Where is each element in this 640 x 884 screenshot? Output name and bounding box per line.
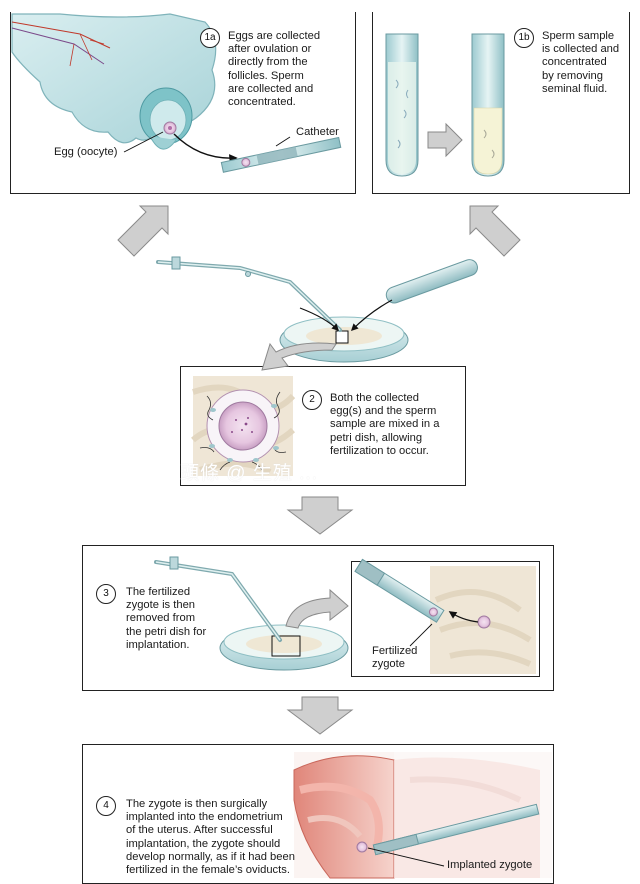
uterus-drawing [293,752,552,879]
process-arrow-1b [427,122,463,158]
step-badge-2: 2 [302,390,322,410]
catheter-1a [220,136,342,173]
step-1a-description: Eggs are collected after ovulation or di… [228,30,321,109]
arrow-to-inset-3 [285,588,349,629]
fertilized-zygote-label: Fertilized zygote [372,645,418,671]
arrow-to-panel-2 [261,342,337,371]
petri-dish-mixing [279,316,409,363]
test-tube-after [471,33,505,177]
arrow-3-down [286,696,354,735]
arrow-1a-down [117,205,169,257]
test-tube-before [385,33,419,177]
step-badge-4: 4 [96,796,116,816]
step-2-description: Both the collected egg(s) and the sperm … [330,392,440,457]
step-3-description: The fertilized zygote is then removed fr… [126,586,207,651]
implanted-zygote-label: Implanted zygote [447,859,533,871]
fertilization-inset [191,376,296,476]
zygote-inset [354,558,536,674]
step-1b-description: Sperm sample is collected and concentrat… [542,30,620,95]
egg-pipette [156,256,342,332]
implanted-zygote [356,841,368,853]
step-4-description: The zygote is then surgically implanted … [126,798,295,877]
step-badge-3: 3 [96,584,116,604]
arrow-2-down [286,496,354,535]
zygote-pipette [154,556,282,642]
step-badge-1a: 1a [200,28,220,48]
watermark-overlay: 頭條 @ 生殖 ... [180,463,318,484]
arrow-1b-down [469,205,521,257]
catheter-label: Catheter [296,126,339,138]
step-badge-1b: 1b [514,28,534,48]
egg-oocyte-label: Egg (oocyte) [54,146,118,158]
petri-dish-removal [219,624,349,671]
ovary-drawing [11,13,217,150]
sperm-pipette [385,259,478,304]
